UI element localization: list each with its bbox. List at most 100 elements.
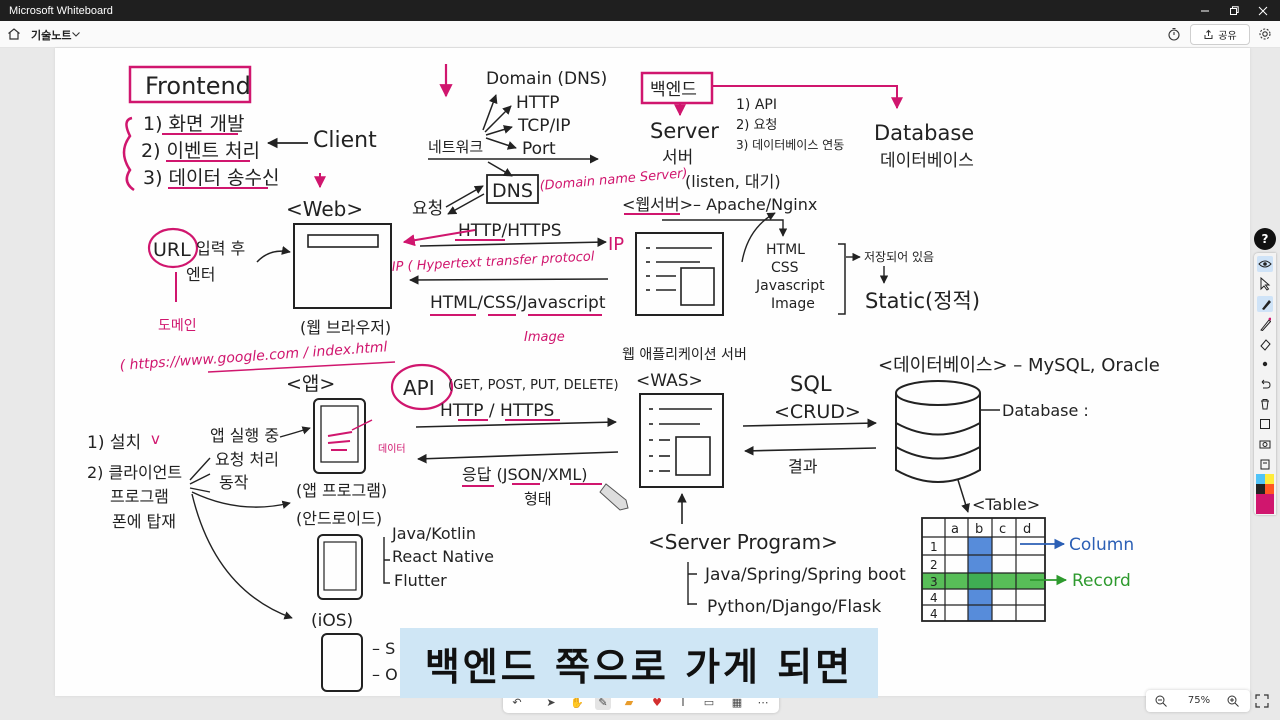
network-label: 네트워크 [428, 138, 483, 156]
gear-icon[interactable] [1258, 27, 1272, 41]
api-http-label: HTTP / HTTPS [440, 401, 554, 421]
server-program-label: <Server Program> [648, 530, 838, 554]
browser-icon [293, 223, 392, 309]
row-4: 4 [930, 591, 938, 605]
row-2: 2 [930, 558, 938, 572]
trash-icon[interactable] [1257, 396, 1273, 412]
client-label: Client [313, 128, 377, 153]
video-subtitle: 백엔드 쪽으로 가게 되면 [400, 628, 878, 698]
file-js: Javascript [755, 278, 825, 294]
whiteboard-canvas[interactable]: Frontend 1) 화면 개발 2) 이벤트 처리 3) 데이터 송수신 C… [55, 48, 1250, 696]
backend-item-3: 3) 데이터베이스 연동 [736, 138, 844, 152]
db-database-label: Database : [1002, 401, 1089, 420]
install-check: v [151, 430, 160, 448]
chevron-down-icon[interactable] [71, 29, 81, 39]
client-program-1: 2) 클라이언트 [87, 463, 182, 482]
dot-icon[interactable] [1257, 356, 1273, 372]
layout-icon[interactable]: ▦ [731, 695, 743, 709]
color-palette[interactable] [1256, 474, 1274, 514]
timer-icon[interactable] [1167, 27, 1181, 41]
minimize-icon[interactable] [1188, 0, 1222, 21]
board-name[interactable]: 기술노트 [31, 29, 72, 42]
phone-icon-app [313, 398, 366, 474]
port-label: Port [522, 139, 556, 159]
zoom-out-icon[interactable] [1154, 694, 1168, 708]
frontend-item-2: 2) 이벤트 처리 [141, 140, 260, 162]
db-table: a b c d 1 2 3 4 4 [921, 517, 1046, 622]
sticky-note-icon[interactable]: ▰ [624, 695, 634, 709]
zoom-in-icon[interactable] [1226, 694, 1240, 708]
database-cylinder-icon [895, 380, 981, 483]
url-note: 입력 후 [196, 239, 245, 258]
frontend-item-3: 3) 데이터 송수신 [143, 167, 279, 189]
fit-to-screen-icon[interactable] [1254, 693, 1270, 709]
pen-icon[interactable] [1257, 316, 1273, 332]
lang-2: React Native [392, 547, 494, 566]
highlighter-icon[interactable] [1257, 296, 1273, 312]
zoom-level[interactable]: 75% [1187, 695, 1211, 706]
db-title: <데이터베이스> – MySQL, Oracle [878, 355, 1160, 376]
window-title: Microsoft Whiteboard [9, 4, 113, 17]
backend-title: 백엔드 [650, 80, 697, 100]
browser-label: (웹 브라우저) [300, 318, 391, 337]
http-label: HTTP [516, 93, 560, 113]
shapes-icon[interactable] [1257, 416, 1273, 432]
file-html: HTML [766, 242, 805, 258]
more-icon[interactable]: ⋯ [757, 695, 769, 709]
frontend-brace [122, 116, 135, 192]
url-circle [147, 227, 199, 269]
restore-icon[interactable] [1217, 0, 1251, 21]
reaction-icon[interactable]: ♥ [652, 695, 662, 709]
document-icon[interactable]: ▭ [703, 695, 715, 709]
app-toolbar: 기술노트 공유 [0, 21, 1280, 48]
web-label: <Web> [286, 197, 363, 221]
file-css: CSS [771, 260, 799, 276]
url-label: URL [153, 239, 191, 261]
row-5: 4 [930, 607, 938, 621]
undo-icon[interactable]: ↶ [512, 695, 522, 709]
lang-1: Java/Kotlin [391, 524, 476, 543]
ios-label: (iOS) [311, 611, 353, 631]
home-icon[interactable] [6, 26, 22, 42]
select-cursor-icon[interactable] [1257, 276, 1273, 292]
backend-item-1: 1) API [736, 97, 777, 113]
ip-label: IP [608, 234, 624, 255]
request-label: 요청 [412, 199, 443, 219]
result-label: 결과 [788, 457, 818, 476]
undo-icon[interactable] [1257, 376, 1273, 392]
client-program-2: 프로그램 [110, 487, 169, 506]
hypertext-label: IP ( Hypertext transfer protocol [391, 249, 595, 275]
dns-label: DNS [492, 180, 533, 202]
close-icon[interactable] [1246, 0, 1280, 21]
subtitle-text: 백엔드 쪽으로 가게 되면 [424, 644, 854, 689]
select-icon[interactable]: ➤ [546, 695, 556, 709]
dns-box [486, 174, 539, 204]
share-icon [1204, 29, 1213, 39]
pen-tool-icon[interactable]: ✎ [595, 694, 611, 710]
clipboard-icon[interactable] [1257, 456, 1273, 472]
install-label: 1) 설치 [87, 433, 141, 453]
camera-icon[interactable] [1257, 436, 1273, 452]
view-eye-icon[interactable] [1257, 256, 1273, 272]
share-label: 공유 [1218, 31, 1237, 42]
frontend-title: Frontend [145, 72, 251, 100]
client-program-3: 폰에 탑재 [112, 512, 176, 531]
help-icon[interactable]: ? [1254, 228, 1276, 250]
crud-label: <CRUD> [774, 401, 861, 423]
stored-label: 저장되어 있음 [864, 250, 934, 264]
text-icon[interactable]: I [681, 695, 685, 709]
was-label: <WAS> [636, 371, 703, 391]
api-circle [390, 363, 454, 411]
share-button[interactable]: 공유 [1190, 24, 1250, 45]
zoom-controls: 75% [1146, 690, 1250, 712]
hand-icon[interactable]: ✋ [570, 695, 584, 709]
webserver-doc-icon [635, 232, 724, 316]
stack-1: Java/Spring/Spring boot [704, 565, 906, 585]
running-2: 요청 처리 [215, 450, 279, 469]
file-image: Image [771, 296, 815, 312]
eraser-icon[interactable] [1257, 336, 1273, 352]
row-3: 3 [930, 575, 938, 589]
pen-toolstrip [1254, 253, 1276, 515]
running-3: 동작 [219, 473, 249, 492]
